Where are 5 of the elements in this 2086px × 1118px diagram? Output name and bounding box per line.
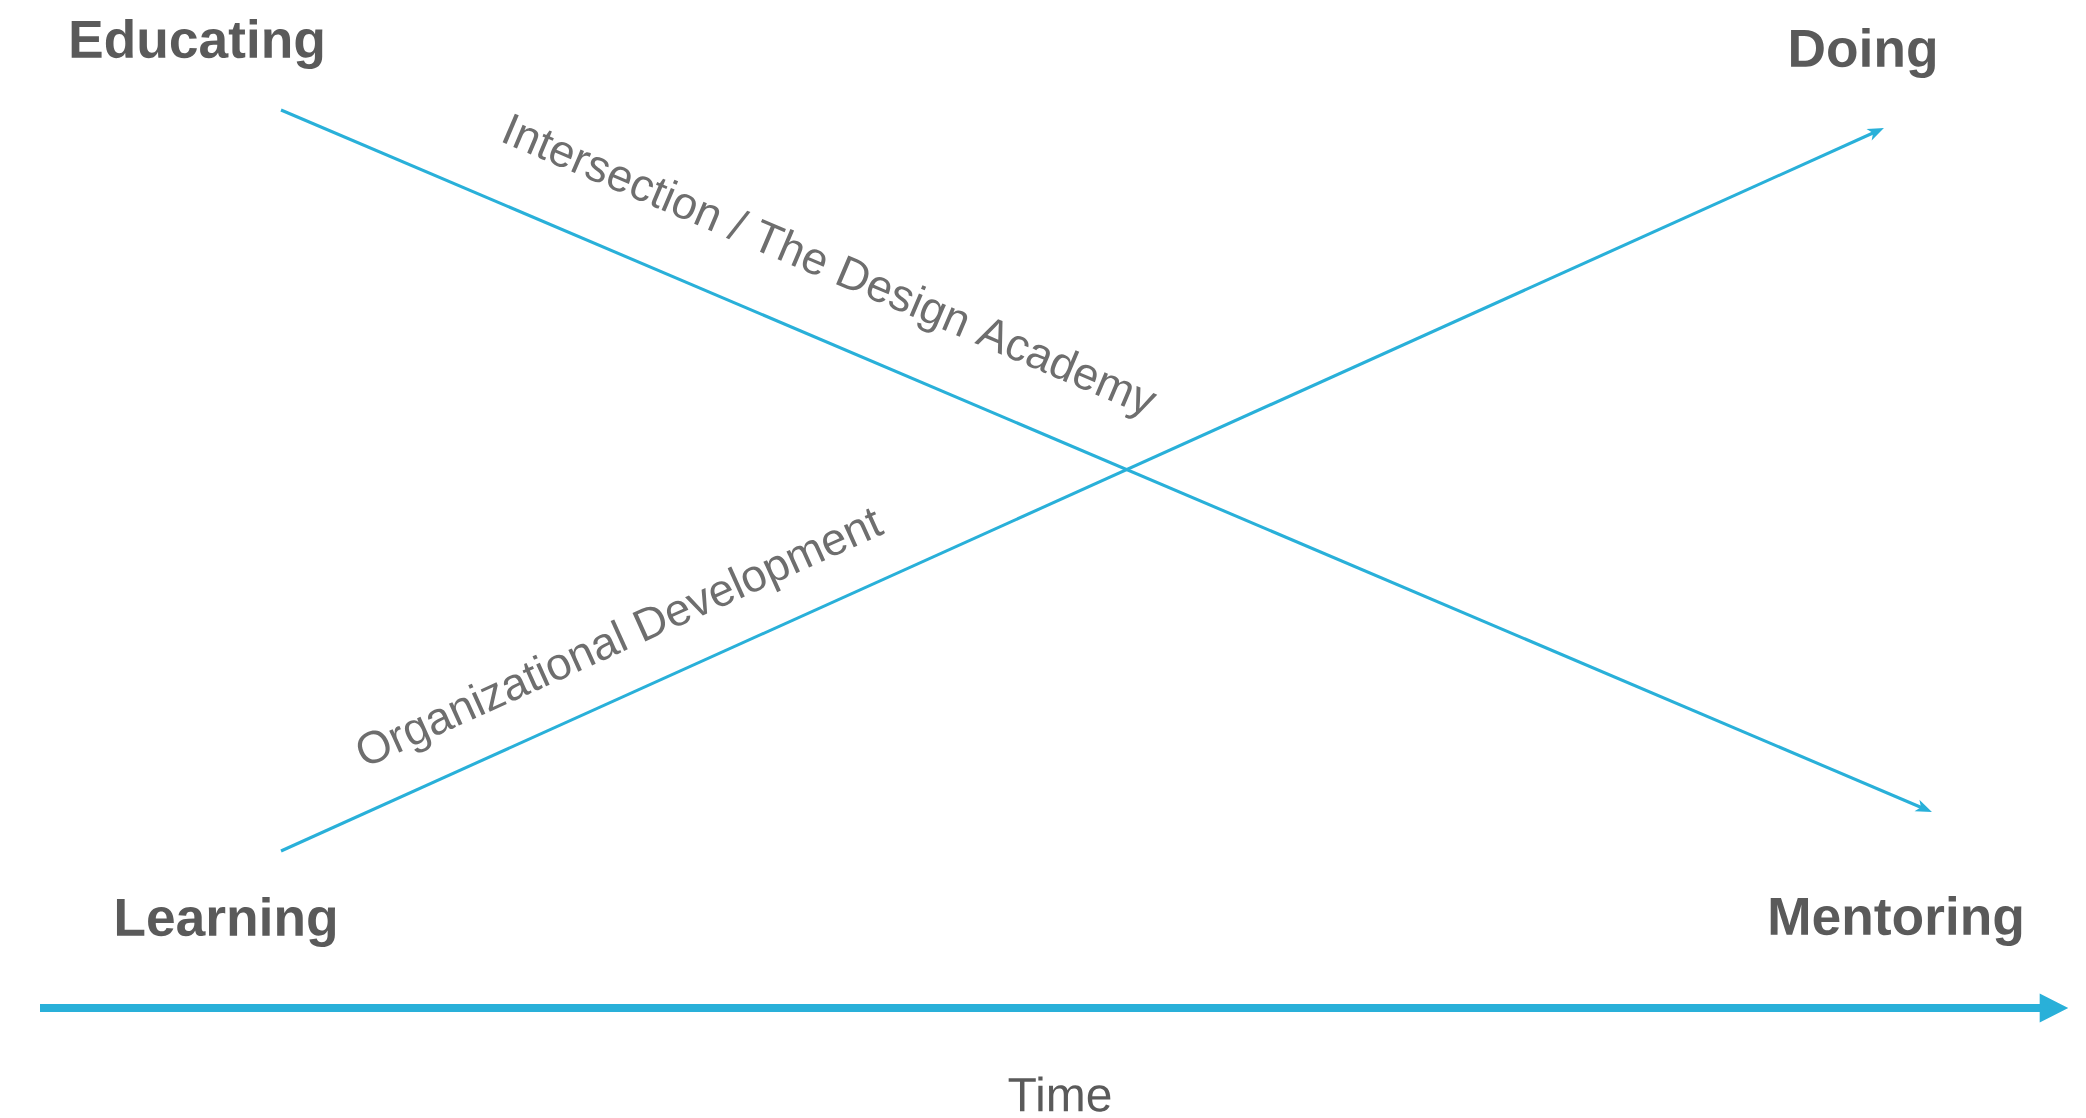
corner-label: Learning	[116, 897, 336, 947]
axis-label: Time	[1008, 1076, 1111, 1112]
corner-label: Doing	[1791, 28, 1935, 78]
corner-label: Educating	[71, 19, 323, 69]
corner-label: Mentoring	[1770, 896, 2022, 946]
